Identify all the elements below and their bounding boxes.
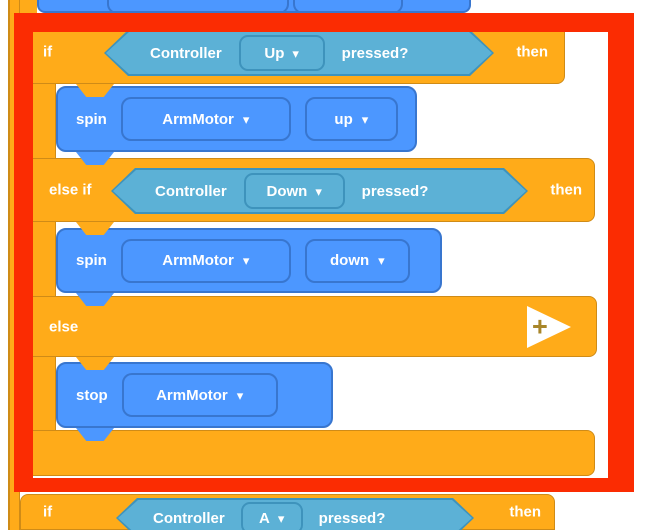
pressed-label: pressed? — [361, 182, 429, 200]
motor-dropdown[interactable]: ArmMotor ▾ — [120, 238, 291, 283]
condition-a-hexagon-fill[interactable]: Controller A ▾ pressed? — [118, 500, 472, 530]
notch-tab — [76, 428, 114, 441]
button-dropdown[interactable]: Up ▾ — [239, 35, 325, 71]
notch-tab — [76, 84, 114, 97]
chevron-down-icon: ▾ — [277, 510, 285, 526]
device-label: Controller — [155, 182, 227, 200]
spin-up-block[interactable]: spin ArmMotor ▾ up ▾ — [56, 86, 417, 152]
direction-dropdown[interactable]: down ▾ — [304, 238, 410, 283]
motor-dropdown[interactable]: ArmMotor ▾ — [121, 373, 278, 417]
spin-label: spin — [76, 110, 107, 128]
chevron-down-icon: ▾ — [242, 111, 250, 127]
chevron-down-icon: ▾ — [378, 253, 385, 268]
chevron-down-icon: ▾ — [361, 111, 369, 127]
motor-dropdown-value: ArmMotor — [162, 110, 234, 128]
notch-tab — [76, 152, 114, 165]
chevron-down-icon: ▾ — [242, 253, 250, 268]
else-if-row[interactable]: else if Controller Down ▾ pressed? then — [20, 158, 595, 222]
spin-label: spin — [76, 252, 107, 269]
else-label: else — [49, 318, 79, 335]
else-if-label: else if — [49, 181, 92, 199]
if-label: if — [43, 43, 53, 61]
notch-tab — [76, 222, 114, 235]
device-label: Controller — [150, 44, 222, 62]
spin-down-block[interactable]: spin ArmMotor ▾ down ▾ — [56, 228, 442, 293]
then-label: then — [516, 43, 548, 61]
button-dropdown-value: A — [258, 509, 270, 527]
condition-a-hexagon[interactable]: Controller A ▾ pressed? — [116, 498, 474, 530]
then-label: then — [550, 181, 582, 199]
device-label: Controller — [153, 509, 225, 527]
plus-icon: + — [532, 311, 548, 342]
pressed-label: pressed? — [341, 44, 409, 62]
outer-loop-arm[interactable] — [8, 0, 20, 530]
condition-up-hexagon[interactable]: Controller Up ▾ pressed? — [104, 30, 494, 76]
next-if-row[interactable]: if Controller A ▾ pressed? then — [20, 494, 555, 530]
button-dropdown[interactable]: Down ▾ — [244, 173, 345, 209]
chevron-down-icon: ▾ — [315, 183, 322, 199]
direction-dropdown-value: down — [330, 252, 370, 269]
previous-block-arm[interactable] — [20, 0, 37, 13]
expand-else-if-flag-icon[interactable]: + — [527, 306, 571, 348]
condition-down-hexagon[interactable]: Controller Down ▾ pressed? — [111, 168, 528, 214]
motor-dropdown[interactable]: ArmMotor ▾ — [120, 97, 291, 141]
button-dropdown-value: Down — [266, 182, 308, 200]
notch-tab — [76, 293, 114, 306]
stop-block[interactable]: stop ArmMotor ▾ — [56, 362, 333, 428]
direction-dropdown-value: up — [334, 110, 353, 128]
if-row[interactable]: if Controller Up ▾ pressed? then — [20, 20, 565, 84]
chevron-down-icon: ▾ — [292, 45, 299, 61]
pressed-label: pressed? — [318, 509, 386, 527]
motor-dropdown-value: ArmMotor — [156, 386, 228, 404]
button-dropdown[interactable]: A ▾ — [241, 502, 303, 530]
stop-label: stop — [76, 386, 108, 404]
direction-dropdown[interactable]: up ▾ — [304, 97, 398, 141]
else-row[interactable]: else + — [20, 296, 597, 357]
condition-up-hexagon-fill[interactable]: Controller Up ▾ pressed? — [106, 32, 492, 74]
motor-dropdown-value: ArmMotor — [162, 252, 234, 269]
button-dropdown-value: Up — [264, 44, 285, 62]
if-label: if — [43, 503, 53, 521]
motor-dropdown[interactable] — [107, 0, 289, 11]
if-block-left-arm[interactable] — [20, 20, 56, 476]
condition-down-hexagon-fill[interactable]: Controller Down ▾ pressed? — [113, 170, 526, 212]
then-label: then — [509, 503, 541, 521]
chevron-down-icon: ▾ — [236, 387, 244, 403]
direction-dropdown[interactable] — [293, 0, 403, 11]
notch-tab — [76, 357, 114, 370]
partial-spin-block[interactable] — [37, 0, 471, 13]
if-block-closing-bar[interactable] — [20, 430, 595, 476]
